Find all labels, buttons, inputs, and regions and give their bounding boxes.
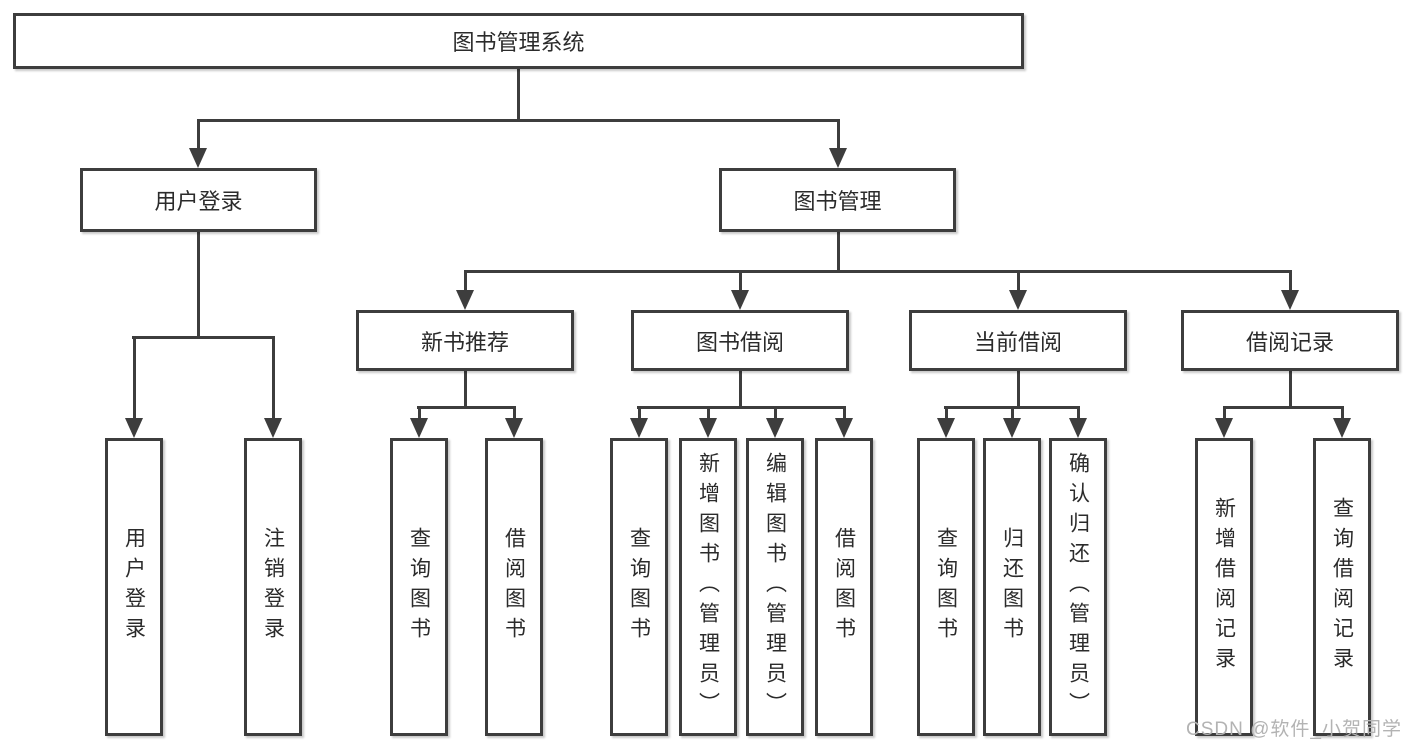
node-label: 当前借阅 [973,329,1062,355]
edge-to-book-borrow [739,270,742,292]
edge-to-leaf [513,406,516,420]
leaf-borrow-books: 借阅图书 [815,438,873,736]
edge-to-new-book [464,270,467,292]
edge-to-leaf-login [133,336,136,420]
edge-root-branch [197,119,839,122]
leaf-edit-book-admin: 编辑图书（管理员） [746,438,804,736]
node-label: 查询图书 [627,527,651,647]
edge-new-book-stem [464,369,467,409]
leaf-newbook-borrow-books: 借阅图书 [485,438,543,736]
edge-to-user-login [197,119,200,151]
edge-to-leaf [774,406,777,420]
arrowhead-icon [731,290,749,310]
edge-borrow-record-branch [1223,406,1344,409]
node-borrow-record: 借阅记录 [1181,310,1399,371]
node-label: 图书管理 [793,189,882,214]
arrowhead-icon [1003,418,1021,438]
edge-borrow-record-stem [1289,369,1292,409]
leaf-logout: 注销登录 [244,438,302,736]
edge-book-borrow-stem [739,369,742,409]
leaf-query-borrow-record: 查询借阅记录 [1313,438,1371,736]
edge-user-login-stem [197,230,200,339]
arrowhead-icon [937,418,955,438]
arrowhead-icon [505,418,523,438]
node-label: 归还图书 [1000,527,1024,647]
node-book-management: 图书管理 [719,168,956,232]
edge-book-management-branch [464,270,1292,273]
node-new-book-recommend: 新书推荐 [356,310,574,371]
edge-to-leaf [638,406,641,420]
leaf-user-login: 用户登录 [105,438,163,736]
edge-to-leaf [1341,406,1344,420]
node-label: 借阅记录 [1245,329,1334,355]
node-label: 图书管理系统 [452,30,585,55]
arrowhead-icon [1009,290,1027,310]
edge-book-borrow-branch [637,406,845,409]
node-label: 图书借阅 [695,329,784,355]
arrowhead-icon [1281,290,1299,310]
node-label: 编辑图书（管理员） [763,452,787,722]
leaf-add-borrow-record: 新增借阅记录 [1195,438,1253,736]
edge-to-leaf-logout [272,336,275,420]
leaf-add-book-admin: 新增图书（管理员） [679,438,737,736]
edge-book-management-stem [837,231,840,273]
node-label: 用户登录 [122,527,146,647]
arrowhead-icon [189,148,207,168]
edge-to-leaf [418,406,421,420]
node-label: 新增图书（管理员） [696,452,720,722]
arrowhead-icon [630,418,648,438]
arrowhead-icon [1069,418,1087,438]
arrowhead-icon [835,418,853,438]
edge-to-leaf [945,406,948,420]
arrowhead-icon [766,418,784,438]
node-label: 用户登录 [154,189,243,214]
arrowhead-icon [264,418,282,438]
leaf-borrow-query-books: 查询图书 [610,438,668,736]
leaf-current-query-books: 查询图书 [917,438,975,736]
edge-current-borrow-stem [1017,369,1020,409]
edge-to-leaf [707,406,710,420]
edge-to-leaf [1011,406,1014,420]
edge-user-login-branch [132,336,275,339]
leaf-newbook-query-books: 查询图书 [390,438,448,736]
node-label: 新增借阅记录 [1212,497,1236,677]
edge-to-leaf [1223,406,1226,420]
edge-new-book-branch [417,406,516,409]
node-label: 借阅图书 [832,527,856,647]
edge-to-leaf [1077,406,1080,420]
node-label: 新书推荐 [420,329,509,355]
arrowhead-icon [699,418,717,438]
leaf-return-books: 归还图书 [983,438,1041,736]
node-label: 注销登录 [261,527,285,647]
arrowhead-icon [456,290,474,310]
leaf-confirm-return-admin: 确认归还（管理员） [1049,438,1107,736]
edge-to-book-management [837,119,840,151]
node-user-login: 用户登录 [80,168,317,232]
arrowhead-icon [410,418,428,438]
arrowhead-icon [125,418,143,438]
arrowhead-icon [1215,418,1233,438]
arrowhead-icon [1333,418,1351,438]
edge-to-borrow-record [1289,270,1292,292]
node-book-borrow: 图书借阅 [631,310,849,371]
csdn-watermark: CSDN @软件_小贺同学 [1186,719,1402,740]
node-label: 确认归还（管理员） [1066,452,1090,722]
arrowhead-icon [829,148,847,168]
node-label: 查询图书 [407,527,431,647]
node-current-borrow: 当前借阅 [909,310,1127,371]
edge-root-stem [517,67,520,122]
node-label: 查询借阅记录 [1330,497,1354,677]
edge-to-current-borrow [1017,270,1020,292]
node-label: 借阅图书 [502,527,526,647]
node-label: 查询图书 [934,527,958,647]
node-library-system: 图书管理系统 [13,13,1024,69]
edge-to-leaf [843,406,846,420]
